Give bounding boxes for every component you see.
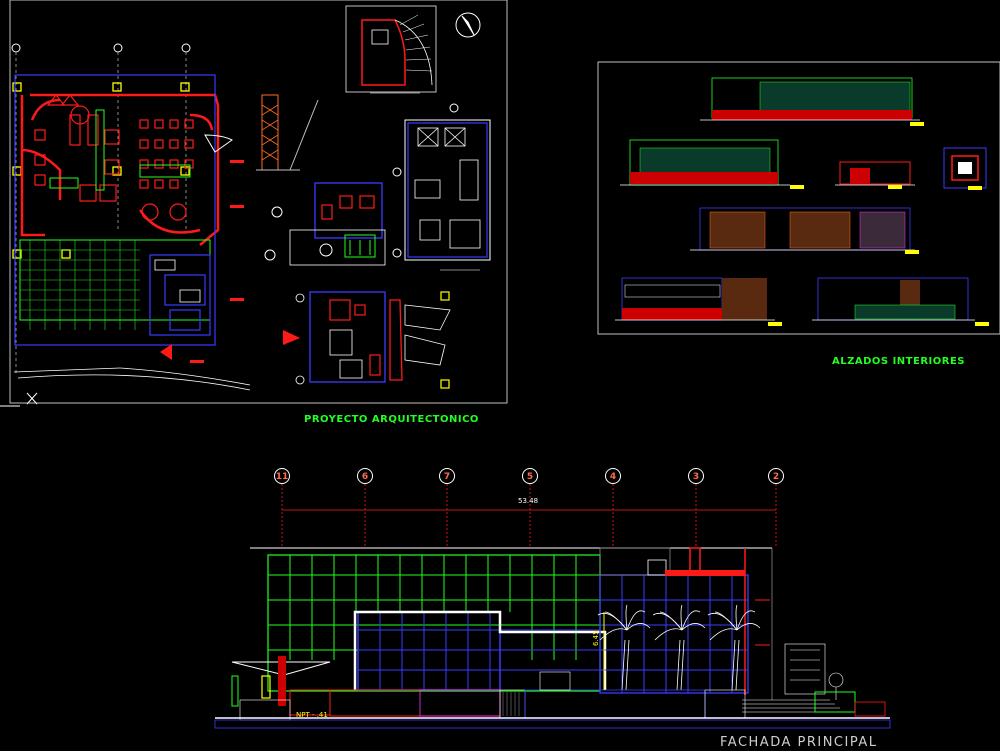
elevation-3 (835, 161, 915, 189)
grid-bubble-3: 7 (439, 468, 455, 484)
sheet-frame-plans (9, 0, 508, 404)
entrance-canopy (231, 656, 331, 721)
north-arrow-icon (455, 12, 481, 38)
height-dimension: 6.45 (592, 630, 600, 646)
elevation-5 (615, 277, 782, 326)
grid-bubble-6: 3 (688, 468, 704, 484)
elevation-4 (690, 207, 919, 254)
palm-trees (597, 604, 761, 691)
sheet-frame-elevations (597, 61, 1000, 335)
proyecto-title: PROYECTO ARQUITECTONICO (304, 414, 479, 425)
level-mark: NPT - .41 (296, 711, 328, 719)
fachada-title: FACHADA PRINCIPAL (720, 735, 878, 750)
elevation-key-plan (943, 147, 987, 190)
grid-bubble-7: 2 (768, 468, 784, 484)
elevation-1 (700, 77, 924, 126)
grid-bubble-2: 6 (357, 468, 373, 484)
grid-bubble-1: 11 (274, 468, 290, 484)
grid-bubble-4: 5 (522, 468, 538, 484)
grid-bubble-5: 4 (605, 468, 621, 484)
main-floor-plan (11, 43, 251, 391)
facade-elevation (214, 484, 891, 729)
interior-elevations (615, 77, 989, 326)
overall-dimension: 53.48 (518, 497, 539, 505)
column-strip (256, 94, 319, 171)
alzados-title: ALZADOS INTERIORES (832, 356, 965, 367)
toilet-plan (283, 291, 451, 389)
ucs-axis-icon (0, 392, 38, 407)
kitchen-plan (392, 103, 491, 271)
elevation-2 (620, 139, 804, 189)
stair-detail (345, 5, 437, 94)
elevation-6 (812, 277, 989, 326)
service-plan (264, 182, 386, 266)
